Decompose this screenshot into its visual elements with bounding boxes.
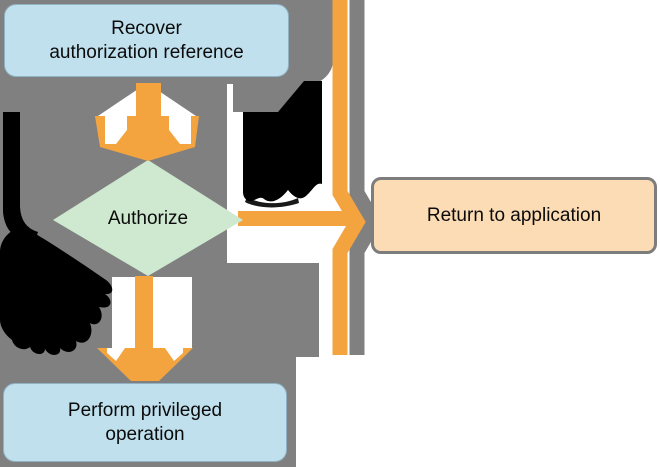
node-recover-label: Recover authorization reference	[49, 17, 243, 65]
return-to-application-text: Return to application	[426, 204, 602, 226]
arrow1-white-wedge-left	[105, 116, 127, 144]
connector-shadow	[349, 0, 383, 355]
node-perform-line2: operation	[105, 423, 185, 445]
fail-connector-bar	[238, 211, 350, 226]
node-recover-authorization-reference: Recover authorization reference	[4, 4, 289, 77]
arrow2-white-notch-left	[107, 348, 125, 361]
authorize-diamond	[53, 160, 243, 276]
arrow2-head	[97, 348, 193, 381]
node-recover-line2: authorization reference	[49, 41, 244, 63]
node-perform-label: Perform privileged operation	[68, 399, 222, 447]
arrow2-shaft	[135, 276, 153, 352]
node-perform-privileged-operation: Perform privileged operation	[3, 383, 287, 462]
node-return-to-application: Return to application	[371, 177, 657, 254]
node-authorize-label: Authorize	[78, 206, 218, 232]
arrow2-white-notch-right	[165, 348, 183, 361]
node-perform-line1: Perform privileged	[67, 399, 223, 421]
arrow1-shaft	[136, 83, 161, 151]
authorize-text: Authorize	[107, 208, 189, 230]
node-recover-line1: Recover	[111, 17, 182, 39]
vertical-connector-arrow	[332, 0, 366, 355]
left-edge-black-bar	[3, 112, 38, 243]
allow-label-blob	[0, 227, 113, 355]
arrow1-white-wedge-right	[169, 116, 191, 144]
fail-label-smudge	[245, 197, 299, 208]
fail-label-blob	[243, 81, 322, 202]
